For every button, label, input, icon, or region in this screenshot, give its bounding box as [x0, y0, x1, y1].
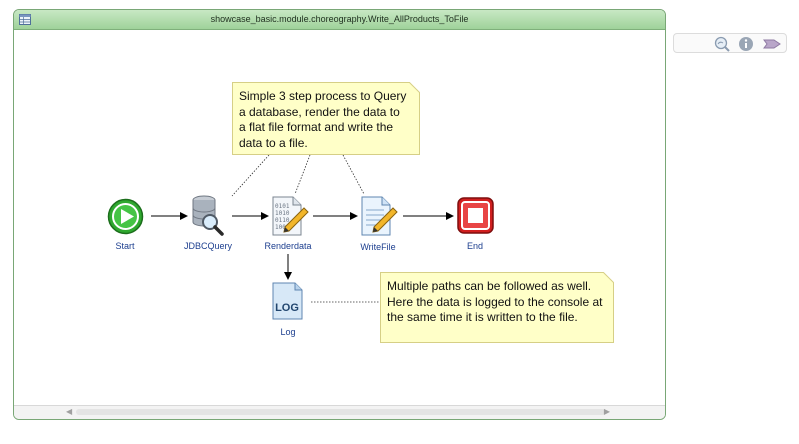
- svg-text:LOG: LOG: [275, 302, 299, 314]
- node-writefile[interactable]: [360, 196, 400, 236]
- note-links: [231, 154, 381, 303]
- node-start[interactable]: [107, 198, 144, 235]
- scroll-left-icon[interactable]: ◀: [66, 407, 73, 416]
- horizontal-scrollbar[interactable]: ◀ ▶: [14, 405, 665, 419]
- note-top-text: Simple 3 step process to Query a databas…: [239, 89, 407, 150]
- tag-icon[interactable]: [763, 36, 781, 52]
- tool-panel: [673, 33, 787, 53]
- label-writefile: WriteFile: [360, 242, 396, 252]
- stop-icon: [457, 197, 494, 234]
- svg-text:0110: 0110: [275, 217, 290, 224]
- scroll-right-icon[interactable]: ▶: [603, 407, 610, 416]
- window-title: showcase_basic.module.choreography.Write…: [210, 14, 469, 24]
- window-titlebar[interactable]: showcase_basic.module.choreography.Write…: [14, 10, 665, 30]
- diagram-window: showcase_basic.module.choreography.Write…: [13, 9, 666, 420]
- note-fold-icon: [409, 82, 420, 93]
- play-icon: [107, 198, 144, 235]
- table-icon[interactable]: [19, 14, 31, 25]
- scrollbar-track[interactable]: [76, 409, 605, 415]
- log-document-icon: LOG: [272, 282, 303, 320]
- label-renderdata: Renderdata: [264, 241, 312, 251]
- binary-document-pencil-icon: 0101 1010 0110 1001: [272, 196, 309, 236]
- svg-text:0101: 0101: [275, 203, 290, 210]
- label-end: End: [466, 241, 484, 251]
- document-pencil-icon: [361, 196, 398, 236]
- node-log[interactable]: LOG: [271, 282, 305, 320]
- flow-arrows: [151, 212, 454, 280]
- node-renderdata[interactable]: 0101 1010 0110 1001: [271, 196, 309, 236]
- connectors: [151, 154, 454, 303]
- zoom-overview-icon[interactable]: [714, 36, 730, 52]
- svg-text:1010: 1010: [275, 210, 290, 217]
- label-start: Start: [115, 241, 135, 251]
- node-jdbcquery[interactable]: [190, 194, 224, 236]
- note-top[interactable]: Simple 3 step process to Query a databas…: [232, 82, 420, 155]
- label-jdbcquery: JDBCQuery: [183, 241, 233, 251]
- database-search-icon: [192, 195, 224, 236]
- note-bottom[interactable]: Multiple paths can be followed as well. …: [380, 272, 614, 343]
- note-fold-icon: [603, 272, 614, 283]
- node-end[interactable]: [457, 197, 494, 234]
- label-log: Log: [280, 327, 296, 337]
- diagram-canvas[interactable]: Simple 3 step process to Query a databas…: [14, 30, 665, 407]
- svg-text:1001: 1001: [275, 224, 290, 231]
- note-bottom-text: Multiple paths can be followed as well. …: [387, 279, 603, 324]
- info-icon[interactable]: [738, 36, 754, 52]
